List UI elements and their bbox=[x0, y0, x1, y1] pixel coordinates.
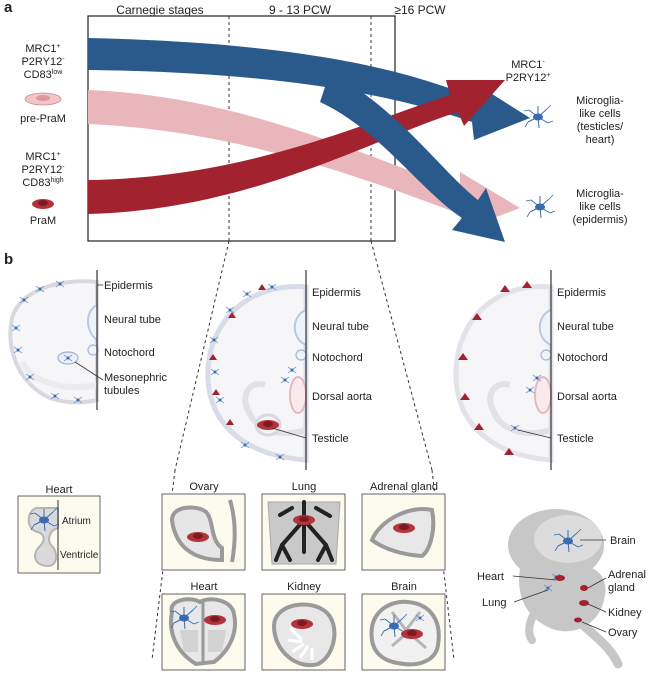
emb3-neural-tube: Neural tube bbox=[557, 321, 614, 333]
panel-b-letter: b bbox=[4, 251, 13, 268]
organ-box-heart bbox=[161, 593, 246, 671]
fetus-illustration bbox=[508, 509, 623, 669]
heart-box-atrium: Atrium bbox=[62, 516, 91, 527]
fetus-kidney: Kidney bbox=[608, 607, 642, 619]
organ-box-ovary bbox=[161, 493, 246, 571]
zoom-line-right bbox=[370, 240, 433, 471]
blue-arrow-upper bbox=[88, 38, 530, 140]
out1-line-4: heart) bbox=[586, 134, 615, 146]
fetus-brain: Brain bbox=[610, 535, 636, 547]
heart-box bbox=[17, 495, 101, 574]
emb1-epidermis: Epidermis bbox=[104, 280, 153, 292]
organ-label-ovary: Ovary bbox=[189, 481, 219, 493]
pop2-marker-2: P2RY12- bbox=[21, 164, 65, 176]
embryo-section-3 bbox=[453, 270, 554, 470]
organ-box-brain bbox=[361, 593, 446, 671]
pop2-marker-1: MRC1+ bbox=[25, 151, 60, 163]
emb2-neural-tube: Neural tube bbox=[312, 321, 369, 333]
emb2-notochord: Notochord bbox=[312, 352, 363, 364]
pop1-marker-3: CD83low bbox=[24, 69, 64, 81]
emb3-dorsal-aorta: Dorsal aorta bbox=[557, 391, 618, 403]
organ-label-kidney: Kidney bbox=[287, 581, 321, 593]
organ-label-brain: Brain bbox=[391, 581, 417, 593]
emb3-testicle: Testicle bbox=[557, 433, 594, 445]
out2-line-1: Microglia- bbox=[576, 188, 624, 200]
organ-label-lung: Lung bbox=[292, 481, 316, 493]
out1-line-2: like cells bbox=[579, 108, 621, 120]
microglia-cell-icon-1 bbox=[523, 104, 554, 129]
panel-a-letter: a bbox=[4, 0, 13, 16]
fetus-heart: Heart bbox=[477, 571, 504, 583]
pram-label: PraM bbox=[30, 215, 56, 227]
stage-16-pcw: ≥16 PCW bbox=[394, 3, 446, 17]
microglia-cell-icon-2 bbox=[525, 194, 556, 219]
stage-carnegie: Carnegie stages bbox=[116, 3, 203, 17]
emb1-notochord: Notochord bbox=[104, 347, 155, 359]
emb3-notochord: Notochord bbox=[557, 352, 608, 364]
organ-label-heart: Heart bbox=[191, 581, 218, 593]
pop1-marker-1: MRC1+ bbox=[25, 43, 60, 55]
organ-box-kidney bbox=[261, 593, 346, 671]
emb2-epidermis: Epidermis bbox=[312, 287, 361, 299]
pre-pram-label: pre-PraM bbox=[20, 113, 66, 125]
pre-pram-nucleus-icon bbox=[36, 95, 50, 101]
fetus-lung: Lung bbox=[482, 597, 506, 609]
red-arrow bbox=[88, 80, 505, 214]
emb2-dorsal-aorta: Dorsal aorta bbox=[312, 391, 373, 403]
emb3-epidermis: Epidermis bbox=[557, 287, 606, 299]
emb2-testicle: Testicle bbox=[312, 433, 349, 445]
right-marker-1: MRC1- bbox=[511, 59, 545, 71]
out1-line-3: (testicles/ bbox=[577, 121, 624, 133]
fetus-ovary: Ovary bbox=[608, 627, 638, 639]
fetus-adrenal-1: Adrenal bbox=[608, 569, 646, 581]
organ-box-lung bbox=[261, 493, 346, 571]
out2-line-2: like cells bbox=[579, 201, 621, 213]
emb1-meso-2: tubules bbox=[104, 385, 140, 397]
emb1-neural-tube: Neural tube bbox=[104, 314, 161, 326]
fetus-adrenal-2: gland bbox=[608, 582, 635, 594]
stage-9-13-pcw: 9 - 13 PCW bbox=[269, 3, 332, 17]
heart-box-ventricle: Ventricle bbox=[60, 550, 99, 561]
heart-box-title: Heart bbox=[46, 484, 73, 496]
organ-label-adrenal: Adrenal gland bbox=[370, 481, 438, 493]
out1-line-1: Microglia- bbox=[576, 95, 624, 107]
emb1-meso-1: Mesonephric bbox=[104, 372, 167, 384]
organ-box-adrenal bbox=[361, 493, 446, 571]
blue-arrow-lower bbox=[320, 72, 505, 242]
pop1-marker-2: P2RY12- bbox=[21, 56, 65, 68]
pop2-marker-3: CD83high bbox=[22, 177, 63, 189]
embryo-section-2 bbox=[205, 270, 309, 470]
pram-cell-icon bbox=[32, 199, 54, 209]
right-marker-2: P2RY12+ bbox=[506, 72, 551, 84]
out2-line-3: (epidermis) bbox=[572, 214, 627, 226]
embryo-section-1 bbox=[8, 270, 104, 410]
